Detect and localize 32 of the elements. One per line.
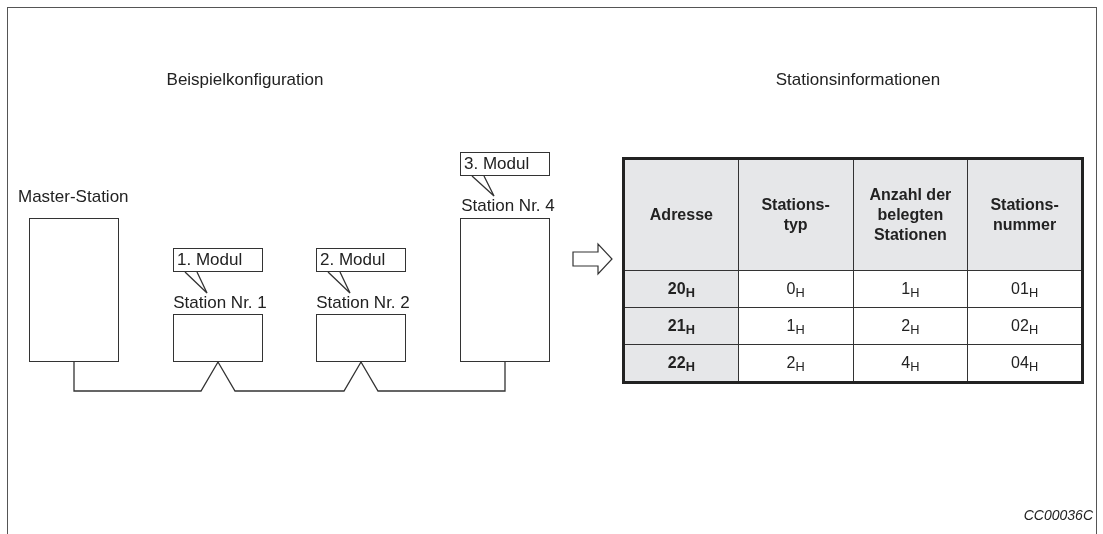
- callout-box: 1. Modul: [173, 248, 263, 272]
- table-cell: 22$_{H}$: [623, 344, 739, 383]
- bus-line: [217, 361, 362, 392]
- column-header: Stations- typ: [738, 158, 853, 271]
- table-cell: 1$_{H}$: [738, 307, 853, 345]
- station-label: Station Nr. 2: [315, 293, 411, 313]
- table-cell: 0$_{H}$: [738, 270, 853, 308]
- section-heading: Beispielkonfiguration: [165, 70, 325, 90]
- callout-pointer: [471, 175, 495, 197]
- table-cell: 21$_{H}$: [623, 307, 739, 345]
- callout-box: 3. Modul: [460, 152, 550, 176]
- bus-line: [73, 361, 219, 392]
- column-header: Adresse: [623, 158, 739, 271]
- column-header: Anzahl der belegten Stationen: [853, 158, 968, 271]
- callout-box: 2. Modul: [316, 248, 406, 272]
- table-cell: 02$_{H}$: [967, 307, 1083, 345]
- table-cell: 2$_{H}$: [738, 344, 853, 383]
- column-header: Stations- nummer: [967, 158, 1083, 271]
- table-cell: 04$_{H}$: [967, 344, 1083, 383]
- table-cell: 4$_{H}$: [853, 344, 968, 383]
- station-label: Master-Station: [18, 187, 130, 207]
- station-label: Station Nr. 1: [172, 293, 268, 313]
- callout-pointer: [327, 271, 351, 294]
- station-label: Station Nr. 4: [460, 196, 556, 216]
- table-cell: 01$_{H}$: [967, 270, 1083, 308]
- figure-code: CC00036C: [1023, 507, 1093, 523]
- table-cell: 2$_{H}$: [853, 307, 968, 345]
- section-heading: Stationsinformationen: [774, 70, 942, 90]
- table-cell: 20$_{H}$: [623, 270, 739, 308]
- bus-line: [360, 361, 506, 392]
- table-cell: 1$_{H}$: [853, 270, 968, 308]
- callout-pointer: [184, 271, 208, 294]
